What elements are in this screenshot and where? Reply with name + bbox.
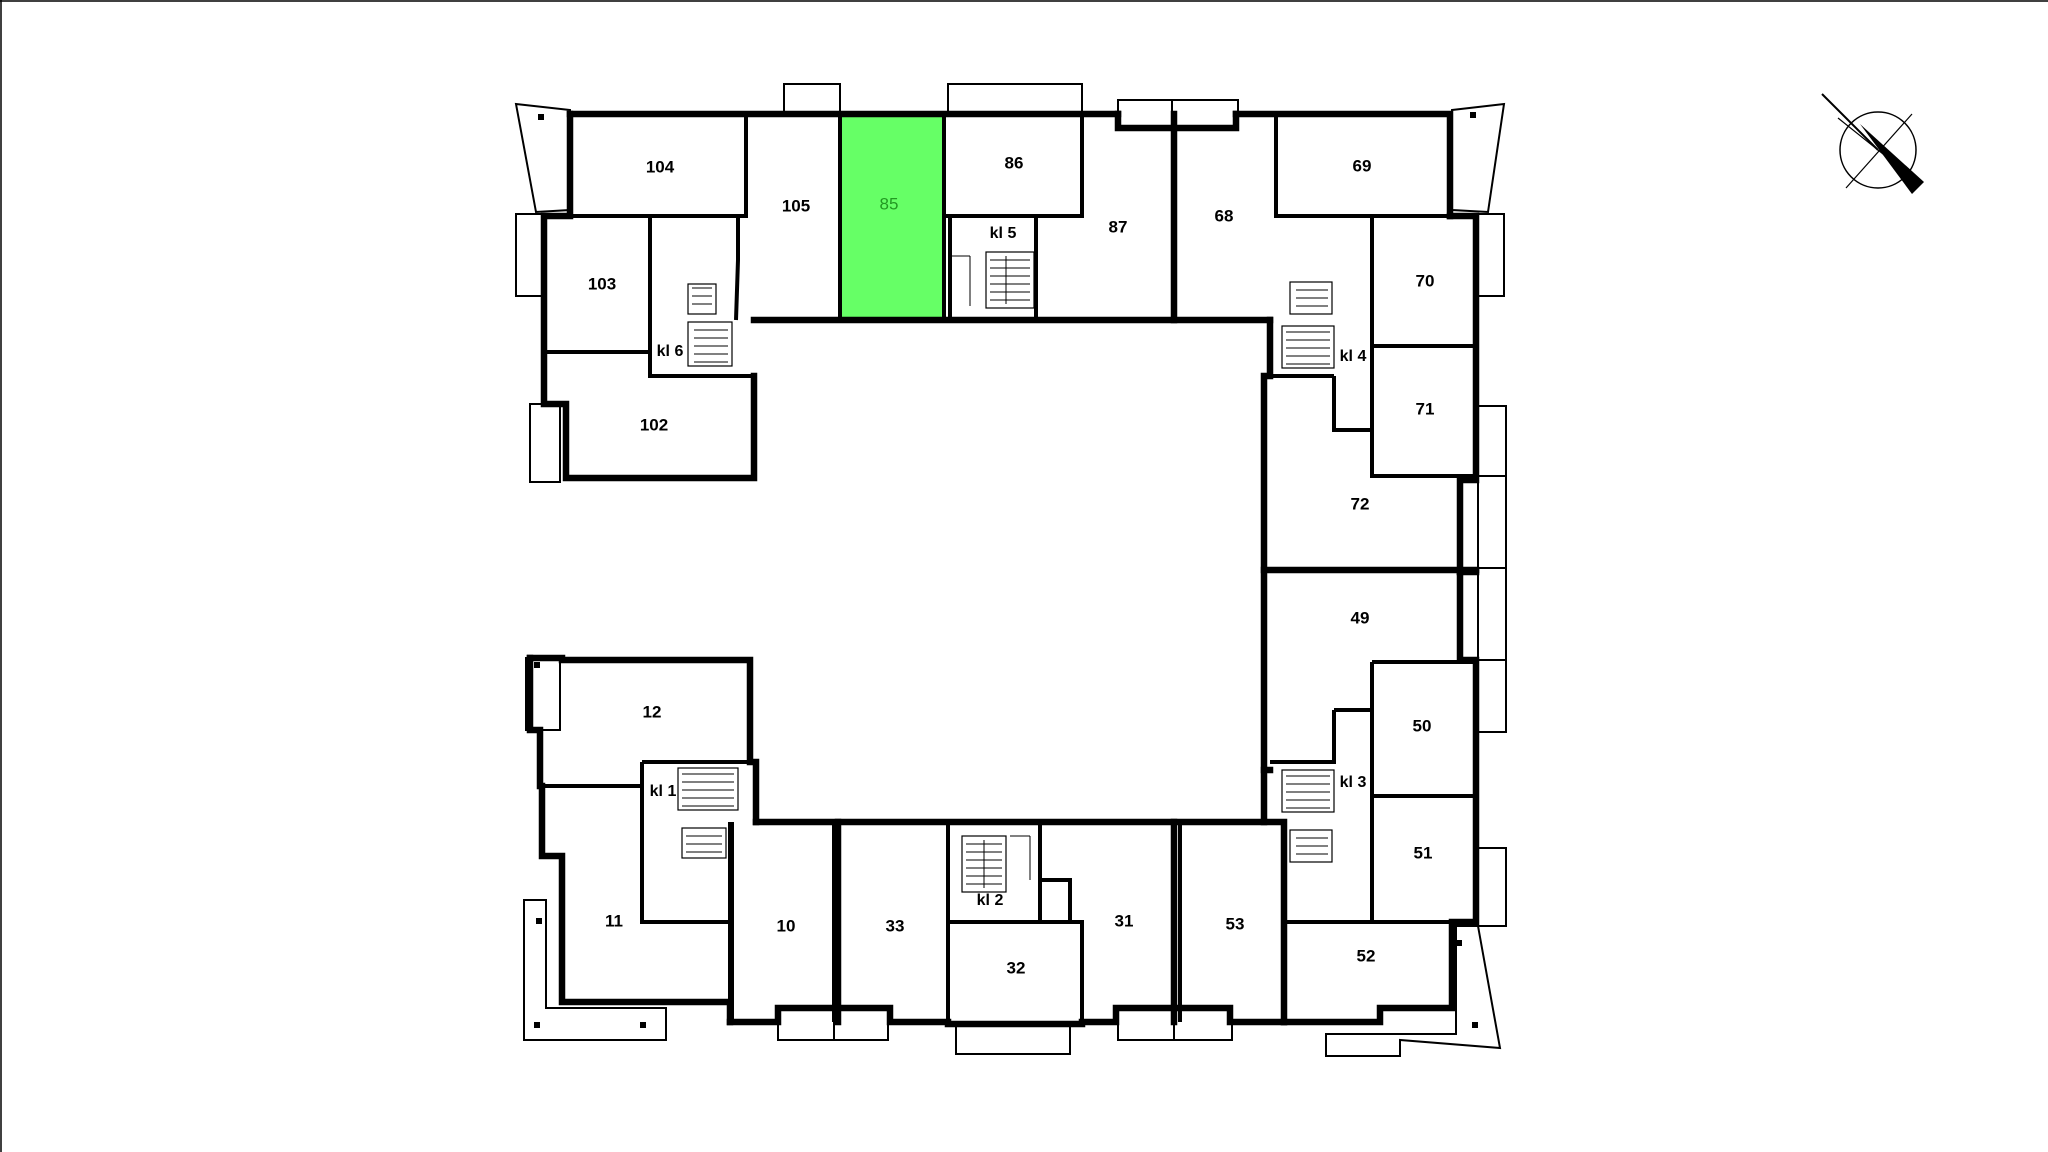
unit-51-area[interactable] bbox=[1372, 798, 1474, 920]
stairwell-kl5-drawing bbox=[952, 251, 1035, 309]
unit-11-area[interactable] bbox=[546, 790, 730, 1002]
unit-85-area[interactable] bbox=[838, 111, 946, 321]
stairwell-label-kl5: kl 5 bbox=[990, 225, 1017, 242]
stairwell-kl2-drawing bbox=[961, 835, 1031, 893]
stairwell-kl1-drawing bbox=[677, 767, 739, 859]
stairwell-label-kl4: kl 4 bbox=[1340, 348, 1367, 365]
unit-50-area[interactable] bbox=[1372, 662, 1474, 796]
stairwell-kl4-drawing bbox=[1281, 281, 1335, 369]
stairwell-kl3-drawing bbox=[1281, 769, 1335, 863]
unit-105-area[interactable] bbox=[746, 113, 838, 319]
unit-68-area[interactable] bbox=[1176, 113, 1276, 319]
unit-32-area[interactable] bbox=[948, 922, 1082, 1024]
stairwell-kl6-drawing bbox=[687, 283, 733, 367]
unit-10-area[interactable] bbox=[732, 822, 834, 1022]
unit-33-area[interactable] bbox=[840, 822, 944, 1022]
unit-69-area[interactable] bbox=[1276, 113, 1450, 215]
stairwell-label-kl2: kl 2 bbox=[977, 892, 1004, 909]
north-arrow-icon bbox=[1821, 93, 1924, 194]
unit-49-area[interactable] bbox=[1270, 572, 1476, 662]
unit-12-area[interactable] bbox=[562, 660, 748, 786]
stairwell-label-kl3: kl 3 bbox=[1340, 774, 1367, 791]
stairwells bbox=[677, 251, 1335, 893]
walls bbox=[526, 110, 1480, 1028]
unit-104-area[interactable] bbox=[570, 113, 746, 215]
balconies bbox=[514, 83, 1507, 1057]
unit-53-area[interactable] bbox=[1180, 822, 1282, 1024]
unit-70-area[interactable] bbox=[1372, 218, 1474, 346]
unit-103-area[interactable] bbox=[546, 218, 650, 350]
